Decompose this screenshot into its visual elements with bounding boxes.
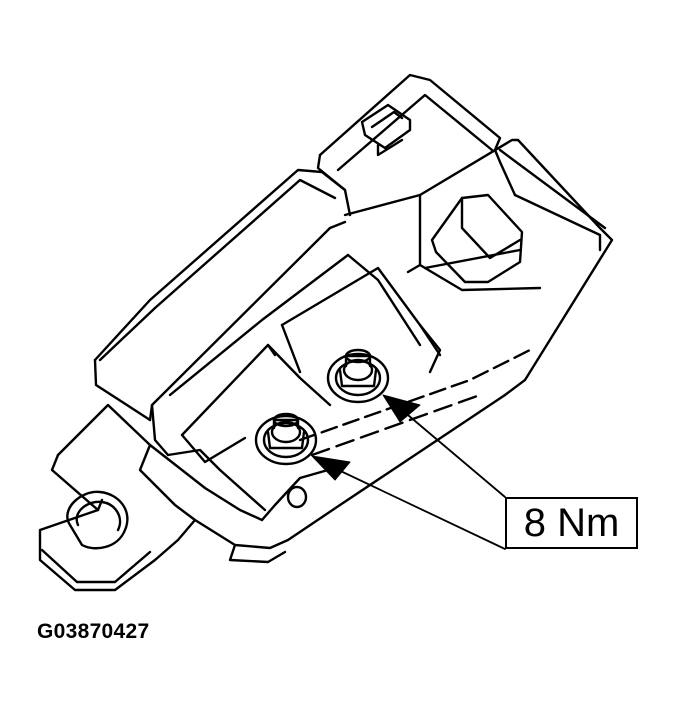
terminal-pockets <box>180 266 532 464</box>
housing-body <box>93 168 422 522</box>
terminal-nut-left <box>254 412 330 522</box>
leader-lines <box>329 409 506 550</box>
figure-id-label: G03870427 <box>37 620 150 643</box>
connector-housing <box>316 73 607 292</box>
torque-value-label: 8 Nm <box>523 501 620 545</box>
terminal-nut-right <box>326 348 390 404</box>
mounting-bracket <box>38 138 614 592</box>
torque-callout-box: 8 Nm <box>505 497 638 549</box>
arrowheads <box>311 394 421 481</box>
